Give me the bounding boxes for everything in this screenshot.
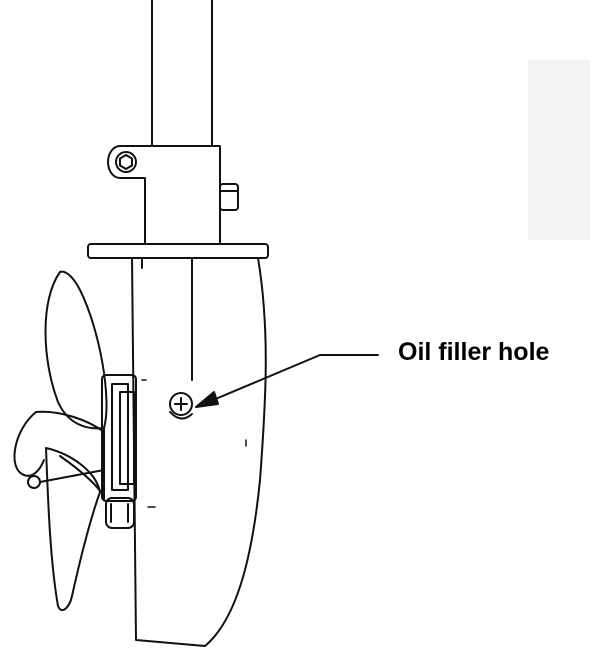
motor-housing bbox=[101, 374, 137, 529]
hex-bolt-icon bbox=[115, 151, 137, 173]
scan-shadow bbox=[528, 60, 590, 240]
cavitation-plate bbox=[87, 243, 269, 259]
propeller-icon bbox=[13, 270, 108, 612]
shaft bbox=[151, 0, 213, 147]
oil-filler-screw-icon bbox=[169, 392, 193, 420]
prop-nut-icon bbox=[27, 475, 41, 489]
set-screw-icon bbox=[219, 183, 239, 211]
mounting-bracket bbox=[107, 145, 239, 245]
callout-leader bbox=[195, 354, 379, 408]
lower-unit-body bbox=[131, 257, 267, 647]
oil-filler-hole-label: Oil filler hole bbox=[398, 338, 550, 366]
